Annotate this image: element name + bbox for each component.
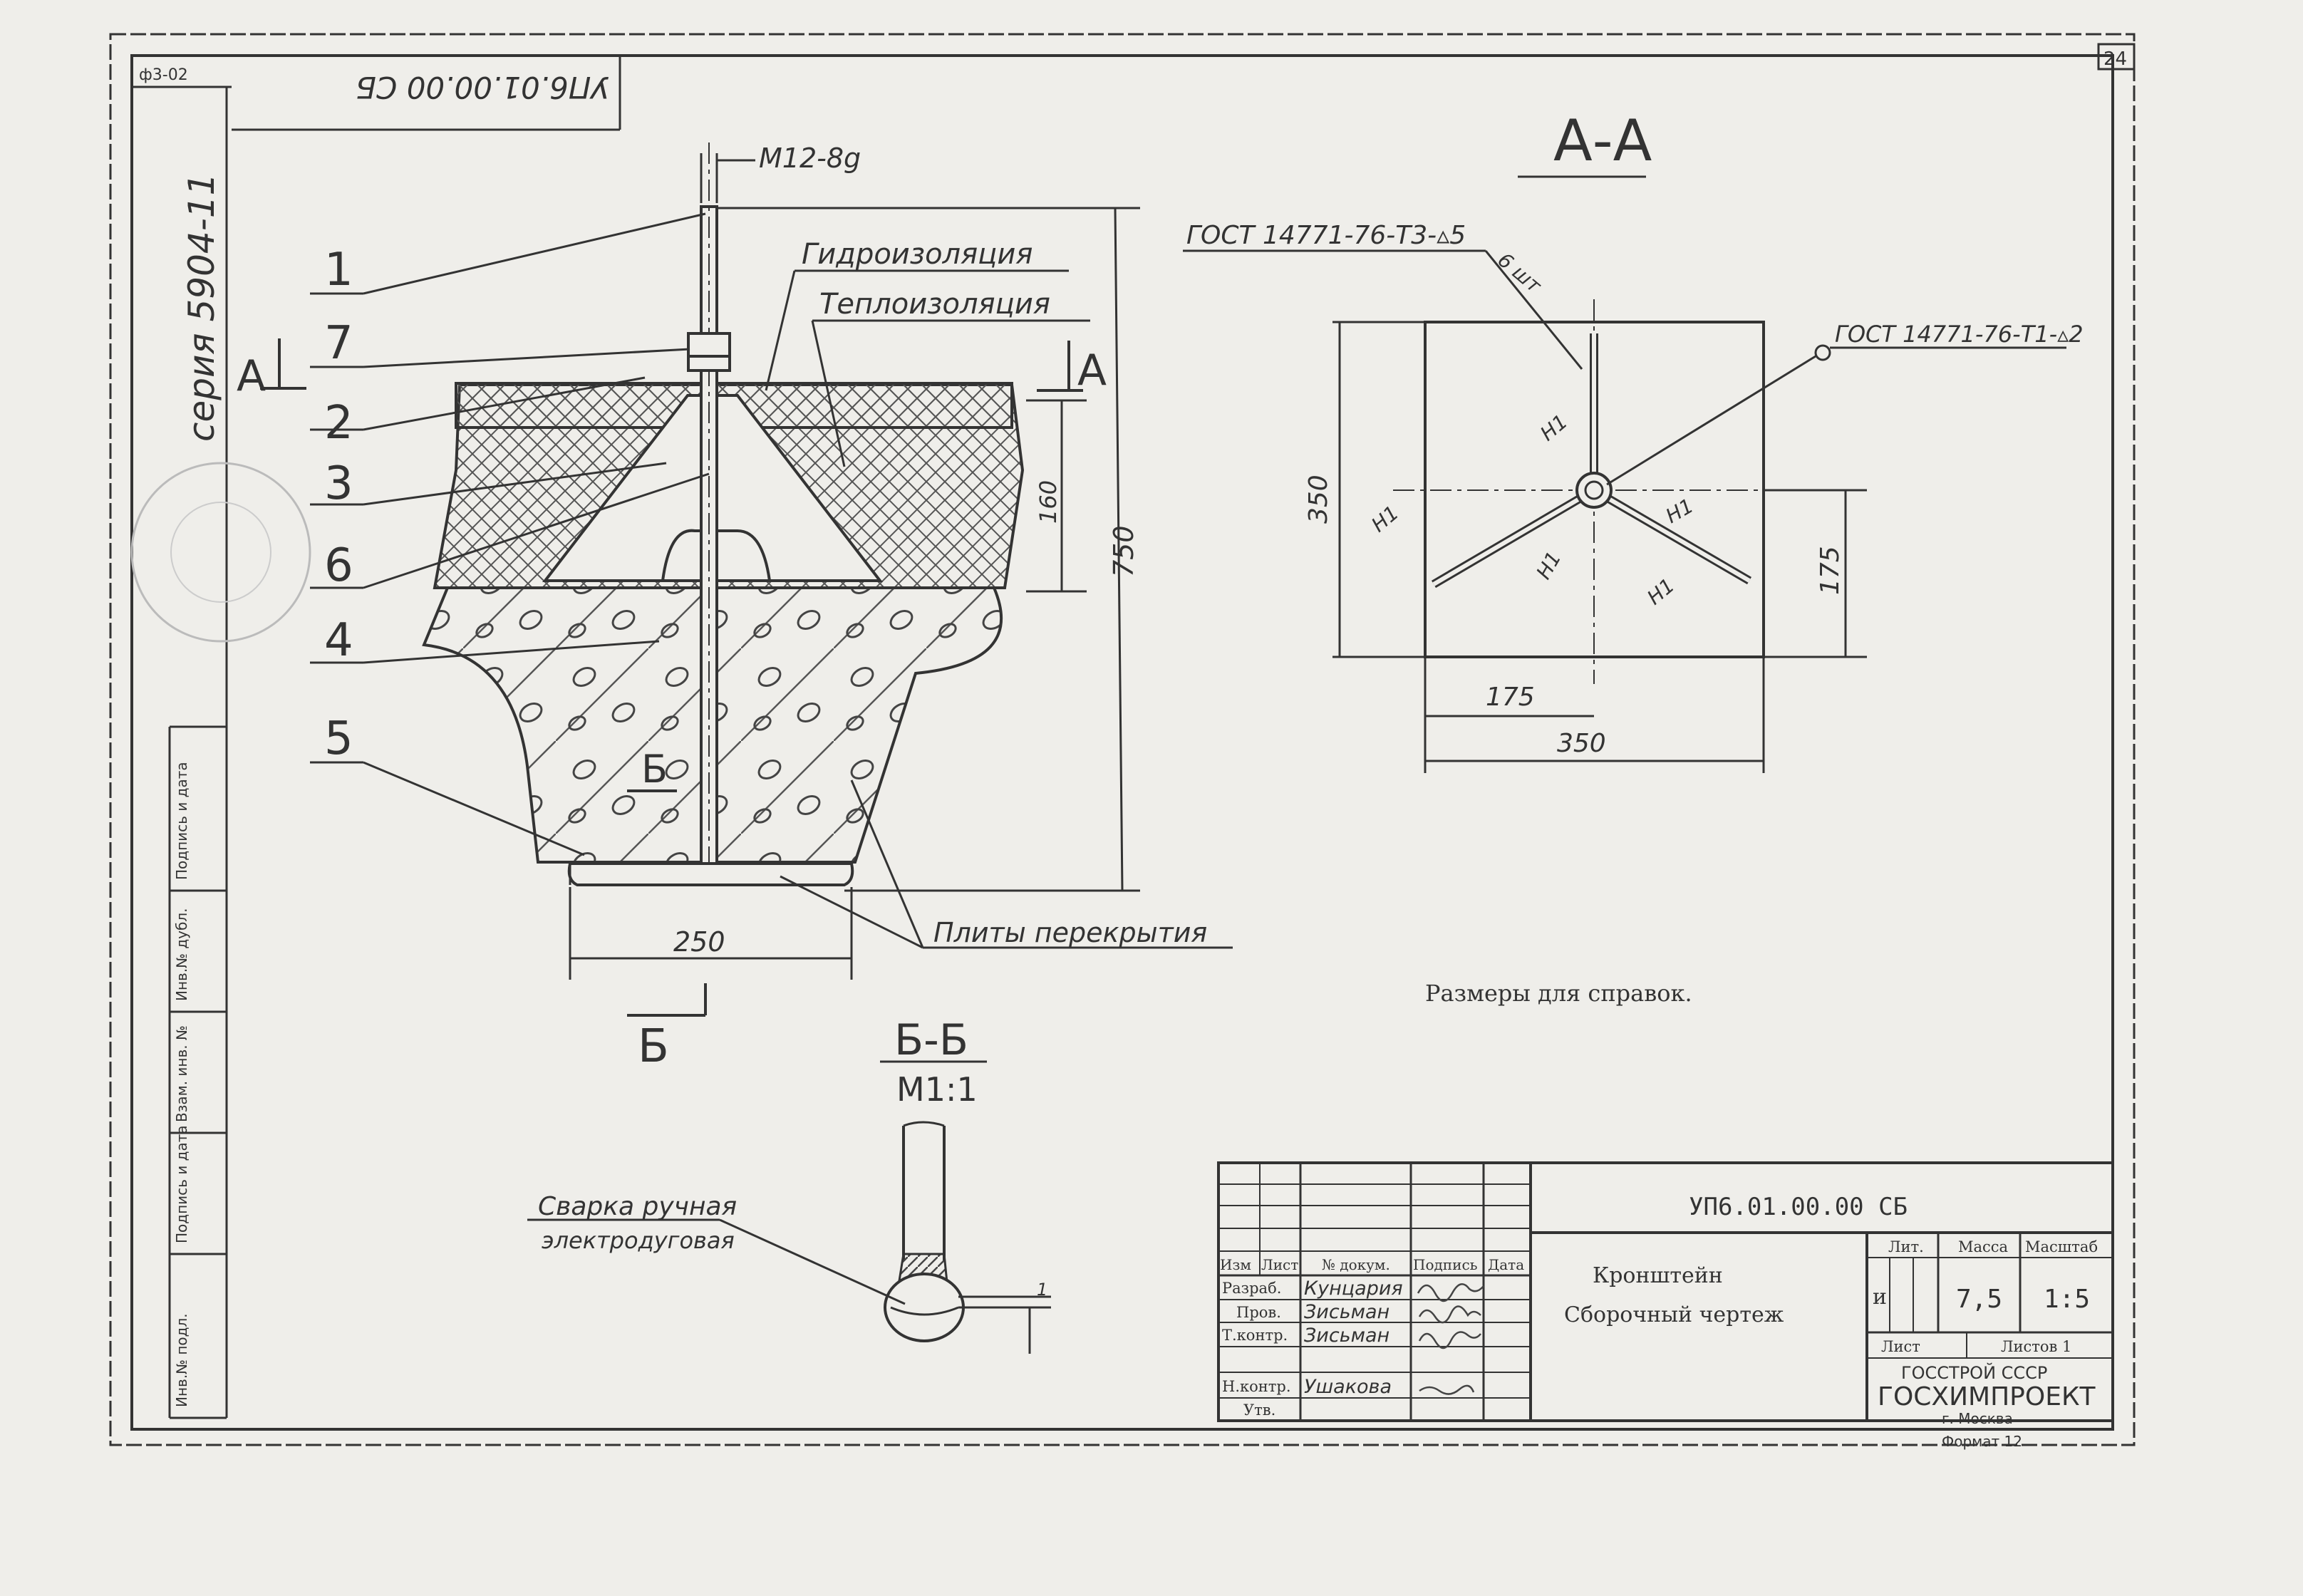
side-label-3: Взам. инв. № [173,1025,190,1122]
section-aa-view [1183,249,2066,773]
section-mark-right: A [1077,346,1107,395]
thread-label: M12-8g [759,142,861,174]
section-a-cut [260,338,1083,392]
role-checker: Пров. [1236,1304,1281,1321]
org-line1: ГОССТРОЙ СССР [1901,1362,2047,1383]
thread-callout [700,153,755,203]
waterproofing-label: Гидроизоляция [802,238,1033,271]
nut [687,332,731,358]
sheet-frame [109,33,2136,1446]
item-number-5: 5 [324,712,353,765]
cut-mark-outer: Б [638,1020,669,1073]
side-label-2: Подпись и дата [173,1125,190,1243]
item-number-3: 3 [324,457,353,510]
title-name-line1: Кронштейн [1593,1263,1723,1288]
scale-label: Масштаб [2025,1238,2098,1255]
sheet-label: Лист [1881,1338,1920,1355]
item-number-2: 2 [324,397,353,450]
reference-note: Размеры для справок. [1425,980,1692,1007]
role-approved: Утв. [1243,1401,1275,1419]
role-norm-control: Н.контр. [1222,1378,1291,1395]
name-checker: Зисьман [1304,1301,1389,1323]
item-number-6: 6 [324,539,353,592]
faded-stamp [130,462,311,643]
main-view [422,142,1025,886]
mass-value: 7,5 [1956,1285,2002,1314]
header-list: Лист [1261,1256,1298,1273]
weld-callout-1: ГОСТ 14771-76-Т3-▵5 [1186,221,1466,250]
series-label: серия 5904-11 [181,173,222,442]
role-developer: Разраб. [1222,1280,1281,1297]
org-line2: ГОСХИМПРОЕКТ [1878,1382,2096,1411]
sheet-number: 24 [2103,48,2127,70]
section-bb-dim: 1 [1037,1280,1047,1300]
side-strip [168,87,228,1419]
item-number-1: 1 [324,244,353,296]
mass-label: Масса [1958,1238,2008,1255]
layer-label-lines [765,269,1233,949]
org-line3: г. Москва [1942,1410,2013,1427]
item-number-4: 4 [324,614,353,667]
insulation-label: Теплоизоляция [819,288,1050,321]
lit-label: Лит. [1888,1238,1924,1255]
weld-callout-2: ГОСТ 14771-76-Т1-▵2 [1835,321,2084,348]
weld-note-line1: Сварка ручная [538,1192,737,1221]
title-block [1217,1161,2114,1422]
section-b-cut [627,789,707,1017]
role-tech-control: Т.контр. [1222,1327,1288,1344]
dim-total-750: 750 [1108,525,1139,577]
format-label: Формат 12 [1942,1433,2022,1450]
signature-scribbles [1417,1283,1484,1395]
cut-mark-inner: Б [641,747,668,792]
section-mark-left: A [237,351,266,401]
floor-slabs-label: Плиты перекрытия [933,917,1207,948]
dim-aa-height-350: 350 [1304,475,1333,524]
side-label-1: Инв.№ подл. [173,1313,190,1407]
base-plate [567,862,854,886]
scale-value: 1:5 [2044,1285,2090,1314]
item-number-7: 7 [324,317,353,370]
name-norm-control: Ушакова [1304,1376,1392,1398]
side-label-5: Подпись и дата [173,762,190,880]
sheets-label: Листов 1 [2001,1338,2071,1355]
weld-note-line2: электродуговая [542,1227,735,1254]
lit-value: и [1873,1285,1887,1310]
top-doc-code: УП6.01.00.00 СБ [356,70,609,105]
main-dimensions [569,207,1140,980]
header-doc: № докум. [1322,1256,1390,1273]
section-aa-title: А-А [1553,108,1652,174]
name-tech-control: Зисьман [1304,1325,1389,1347]
section-bb-view [527,1121,1051,1354]
dim-aa-bottom-350: 350 [1557,729,1606,758]
top-code-box [232,56,621,131]
dim-base-250: 250 [673,926,725,958]
side-label-4: Инв.№ дубл. [173,908,190,1001]
dim-insulation-160: 160 [1035,480,1062,524]
corner-mark: ф3-02 [139,66,188,84]
dim-aa-bottom-175: 175 [1486,683,1535,712]
title-name-line2: Сборочный чертеж [1564,1302,1784,1327]
faded-stamp-inner [170,502,271,603]
header-signature: Подпись [1413,1256,1478,1273]
header-izm: Изм [1220,1256,1251,1273]
name-developer: Кунцария [1304,1278,1403,1300]
washer [687,355,731,372]
header-date: Дата [1488,1256,1524,1273]
section-bb-title: Б-Б [894,1015,968,1065]
title-doc-code: УП6.01.00.00 СБ [1689,1193,1908,1221]
section-bb-scale: М1:1 [896,1070,978,1109]
dim-aa-right-175: 175 [1816,546,1845,595]
item-leaders [310,212,710,856]
